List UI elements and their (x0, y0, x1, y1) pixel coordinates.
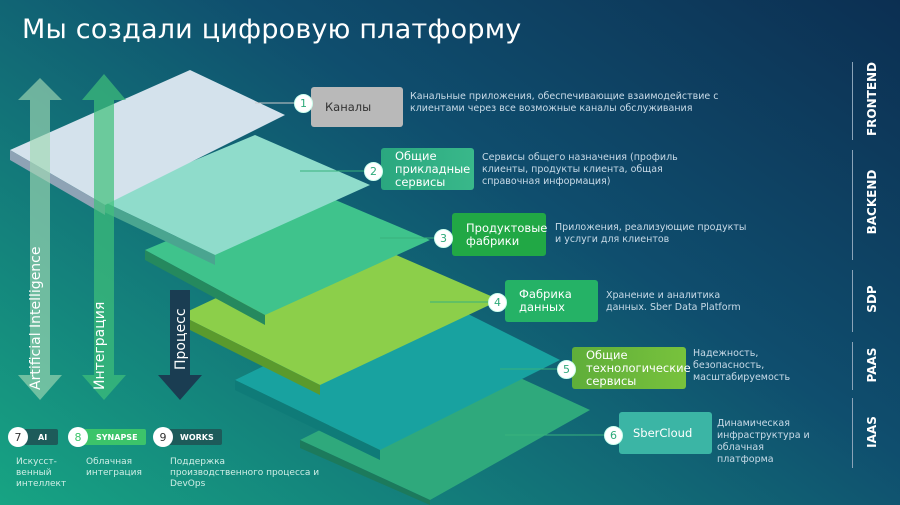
arrow-label-process: Процесс (173, 308, 189, 370)
tier-frontend: FRONTEND (865, 61, 879, 137)
layer-label: Фабрика данных (519, 287, 572, 314)
works-description: Поддержка производственного процесса и D… (170, 457, 320, 489)
ai-badge[interactable]: AI (22, 429, 58, 445)
layer-description: Хранение и аналитика данных. Sber Data P… (606, 290, 741, 313)
layer-box-channels[interactable]: Каналы (311, 87, 403, 127)
arrow-label-integration: Интеграция (92, 301, 108, 390)
layer-label: Продуктовые фабрики (466, 220, 548, 248)
layer-description: Сервисы общего назначения (профиль клиен… (482, 152, 678, 187)
tier-iaas: IAAS (865, 416, 879, 448)
layer-label: SberCloud (633, 425, 693, 440)
layer-number: 6 (604, 426, 623, 445)
layer-description: Надежность, безопасность, масштабируемос… (693, 348, 791, 383)
works-badge[interactable]: WORKS (164, 429, 222, 445)
layer-number: 4 (488, 293, 507, 312)
integration-arrow (82, 74, 126, 400)
layer-box-sbercloud[interactable]: SberCloud (619, 412, 712, 454)
layer-product-factories (145, 185, 430, 325)
bottom-number: 8 (68, 427, 88, 447)
layer-description: Динамическая инфраструктура и облачная п… (717, 418, 810, 465)
layer-common-services (100, 135, 370, 265)
layer-tech-services (235, 290, 560, 460)
tier-divider (852, 342, 853, 390)
layer-box-data-factory[interactable]: Фабрика данных (505, 280, 598, 322)
page-title: Мы создали цифровую платформу (22, 14, 522, 45)
bottom-number: 7 (8, 427, 28, 447)
bottom-number: 9 (153, 427, 173, 447)
layer-box-product-factories[interactable]: Продуктовые фабрики (452, 213, 548, 256)
layer-number: 3 (434, 229, 453, 248)
synapse-description: Облачная интеграция (86, 457, 142, 478)
layer-label: Общие технологические сервисы (586, 347, 691, 388)
process-arrow (158, 290, 202, 400)
layer-number: 1 (294, 94, 313, 113)
layer-label: Общие прикладные сервисы (395, 148, 471, 189)
ai-description: Искусст-венный интеллект (16, 457, 67, 489)
layer-description: Приложения, реализующие продукты и услуг… (555, 222, 747, 245)
layer-sberCloud (300, 355, 590, 505)
layer-description: Канальные приложения, обеспечивающие вза… (410, 91, 719, 114)
layer-data-factory (180, 235, 500, 395)
tier-divider (852, 62, 853, 140)
layer-box-common-services[interactable]: Общие прикладные сервисы (381, 148, 474, 190)
tier-backend: BACKEND (865, 169, 879, 235)
tier-divider (852, 398, 853, 468)
synapse-badge[interactable]: SYNAPSE (80, 429, 146, 445)
arrow-label-ai: Artificial Intelligence (28, 246, 44, 391)
ai-arrow (18, 78, 62, 400)
layer-number: 2 (364, 162, 383, 181)
layer-number: 5 (557, 360, 576, 379)
tier-divider (852, 150, 853, 260)
layer-box-tech-services[interactable]: Общие технологические сервисы (572, 347, 691, 389)
layer-label: Каналы (325, 99, 372, 114)
tier-divider (852, 270, 853, 332)
